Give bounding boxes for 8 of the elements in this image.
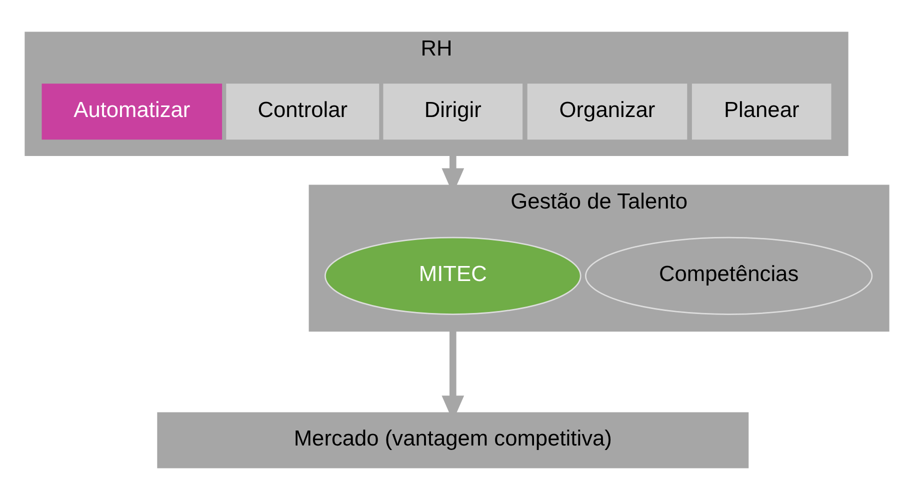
node-ellipse: Competências <box>584 236 873 315</box>
node-box: Controlar <box>226 84 380 140</box>
node-box: Mercado (vantagem competitiva) <box>157 412 749 468</box>
node-box: Planear <box>692 84 832 140</box>
node-ellipse: MITEC <box>324 236 582 315</box>
node-box: Organizar <box>527 84 688 140</box>
node-box: Automatizar <box>42 84 222 140</box>
node-box: Dirigir <box>383 84 523 140</box>
